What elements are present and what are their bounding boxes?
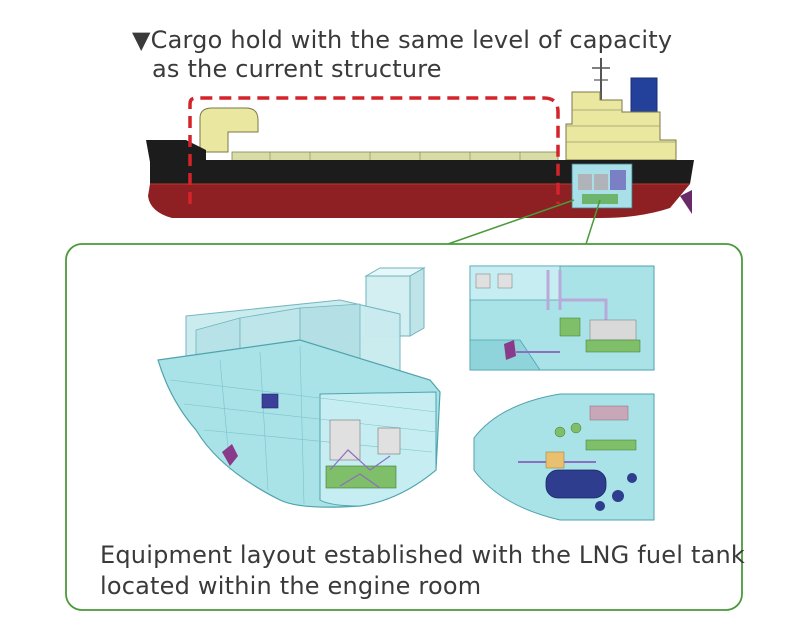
stern-propeller (222, 444, 238, 466)
cargo-hold-caption: ▼Cargo hold with the same level of capac… (132, 26, 672, 84)
forecastle (146, 140, 206, 162)
stern-3d-view (157, 267, 441, 508)
hatch-covers (231, 151, 559, 162)
cargo-hold-caption-line1: ▼Cargo hold with the same level of capac… (132, 26, 673, 54)
deck-crane (199, 107, 259, 153)
equipment-layout-caption: Equipment layout established with the LN… (100, 540, 745, 602)
propeller (680, 190, 692, 214)
callout-line-left (447, 199, 575, 245)
equipment-layout-caption-line1: Equipment layout established with the LN… (100, 541, 745, 569)
cargo-hold-outline (188, 96, 560, 204)
funnel (630, 77, 658, 113)
hull-bottom (148, 184, 690, 218)
lng-fuel-tank (545, 469, 607, 499)
ship-side-view (146, 58, 694, 218)
engine-room-plan-view (473, 393, 655, 521)
equipment-layout-caption-line2: located within the engine room (100, 572, 482, 600)
callout-line-right (585, 199, 601, 245)
engine-room-side-section (469, 265, 655, 371)
cargo-hold-caption-line2: as the current structure (152, 55, 442, 83)
